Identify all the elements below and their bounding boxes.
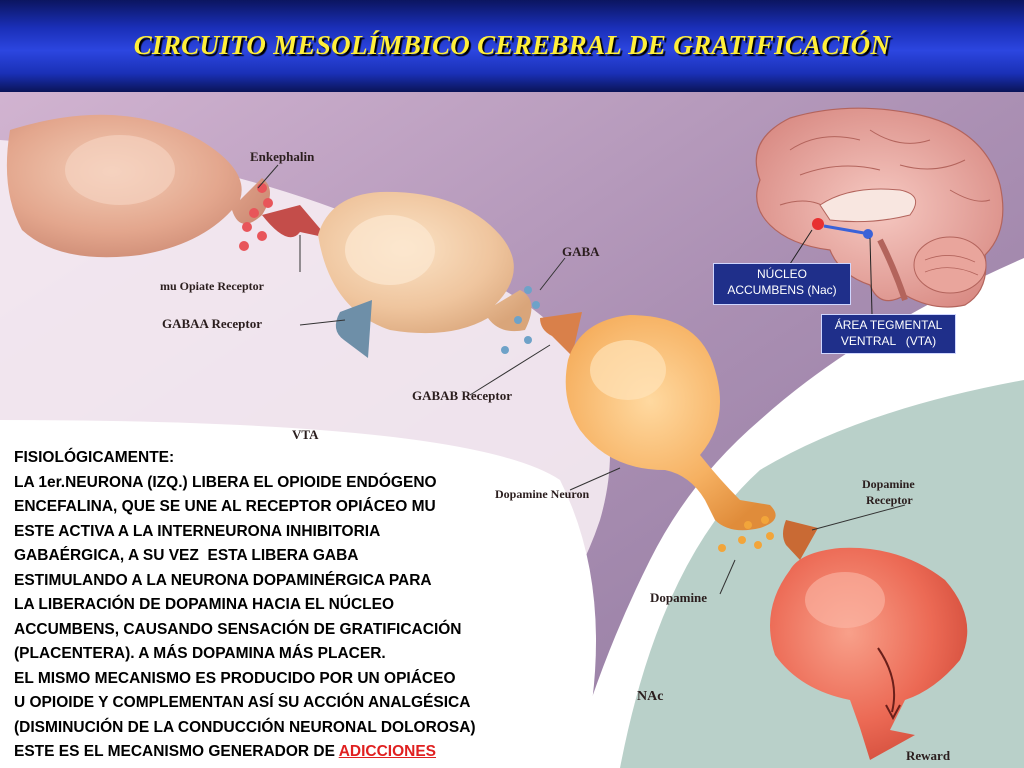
nac-pointer-line bbox=[789, 229, 813, 265]
gabaa-receptor-shape bbox=[335, 300, 372, 358]
slide-title: CIRCUITO MESOLÍMBICO CEREBRAL DE GRATIFI… bbox=[133, 30, 891, 60]
vta-label-line1: ÁREA TEGMENTAL bbox=[834, 318, 943, 332]
text-line: ENCEFALINA, QUE SE UNE AL RECEPTOR OPIÁC… bbox=[14, 498, 436, 515]
text-line: LA 1er.NEURONA (IZQ.) LIBERA EL OPIOIDE … bbox=[14, 473, 437, 491]
mu-opiate-receptor-label: mu Opiate Receptor bbox=[160, 279, 265, 293]
text-line: ESTIMULANDO A LA NEURONA DOPAMINÉRGICA P… bbox=[14, 571, 432, 589]
dopamine-label: Dopamine bbox=[650, 590, 707, 605]
gaba-interneuron bbox=[318, 191, 532, 334]
dopamine-neuron-label: Dopamine Neuron bbox=[495, 487, 589, 501]
neural-circuit-diagram: Enkephalin mu Opiate Receptor GABAA Rece… bbox=[0, 92, 1024, 768]
dopamine-neuron bbox=[565, 315, 776, 531]
title-bar: CIRCUITO MESOLÍMBICO CEREBRAL DE GRATIFI… bbox=[0, 0, 1024, 92]
white-corner bbox=[0, 420, 596, 768]
text-line: ESTE ACTIVA A LA INTERNEURONA INHIBITORI… bbox=[14, 522, 381, 540]
gaba-label: GABA bbox=[562, 244, 600, 259]
reward-label: Reward bbox=[906, 748, 951, 763]
text-line-last: ESTE ES EL MECANISMO GENERADOR DE ADICCI… bbox=[14, 740, 574, 765]
text-line: ACCUMBENS, CAUSANDO SENSACIÓN DE GRATIFI… bbox=[14, 620, 462, 638]
text-line: LA LIBERACIÓN DE DOPAMINA HACIA EL NÚCLE… bbox=[14, 596, 395, 613]
text-line: EL MISMO MECANISMO ES PRODUCIDO POR UN O… bbox=[14, 669, 456, 687]
gabab-receptor-shape bbox=[540, 312, 582, 356]
text-line: GABAÉRGICA, A SU VEZ ESTA LIBERA GABA bbox=[14, 547, 359, 564]
enkephalin-neuron bbox=[6, 114, 270, 258]
enkephalin-label: Enkephalin bbox=[250, 149, 315, 164]
last-line-prefix: ESTE ES EL MECANISMO GENERADOR DE bbox=[14, 743, 339, 760]
dopamine-receptor-label-line1: Dopamine bbox=[862, 477, 915, 491]
dopamine-receptor-shape bbox=[783, 520, 818, 560]
physiology-description: FISIOLÓGICAMENTE: LA 1er.NEURONA (IZQ.) … bbox=[14, 446, 574, 765]
brain-illustration bbox=[755, 107, 1004, 308]
nac-neuron bbox=[770, 547, 968, 760]
nac-label-line2: ACCUMBENS (Nac) bbox=[727, 283, 837, 297]
mu-opiate-receptor-shape bbox=[262, 205, 328, 238]
gabaa-receptor-label: GABAA Receptor bbox=[162, 316, 262, 331]
adicciones-highlight: ADICCIONES bbox=[338, 743, 437, 760]
gabab-receptor-label: GABAB Receptor bbox=[412, 388, 512, 403]
text-line: FISIOLÓGICAMENTE: bbox=[14, 449, 175, 466]
nac-label-line1: NÚCLEO bbox=[756, 267, 807, 281]
dopamine-molecules bbox=[718, 516, 774, 552]
text-line: (PLACENTERA). A MÁS DOPAMINA MÁS PLACER. bbox=[14, 645, 386, 662]
vta-region-label: VTA bbox=[292, 427, 319, 442]
dopamine-receptor-label-line2: Receptor bbox=[866, 493, 913, 507]
vta-pointer-line bbox=[869, 237, 873, 315]
nac-region-label: NAc bbox=[637, 689, 663, 704]
reward-arrow bbox=[877, 647, 896, 713]
vta-label-line2: VENTRAL (VTA) bbox=[840, 334, 937, 348]
text-line: U OPIOIDE Y COMPLEMENTAN ASÍ SU ACCIÓN A… bbox=[14, 694, 471, 711]
ventral-tegmental-area-label: ÁREA TEGMENTAL VENTRAL (VTA) bbox=[821, 314, 956, 354]
text-line: (DISMINUCIÓN DE LA CONDUCCIÓN NEURONAL D… bbox=[14, 718, 476, 736]
nucleus-accumbens-label: NÚCLEO ACCUMBENS (Nac) bbox=[713, 263, 851, 305]
